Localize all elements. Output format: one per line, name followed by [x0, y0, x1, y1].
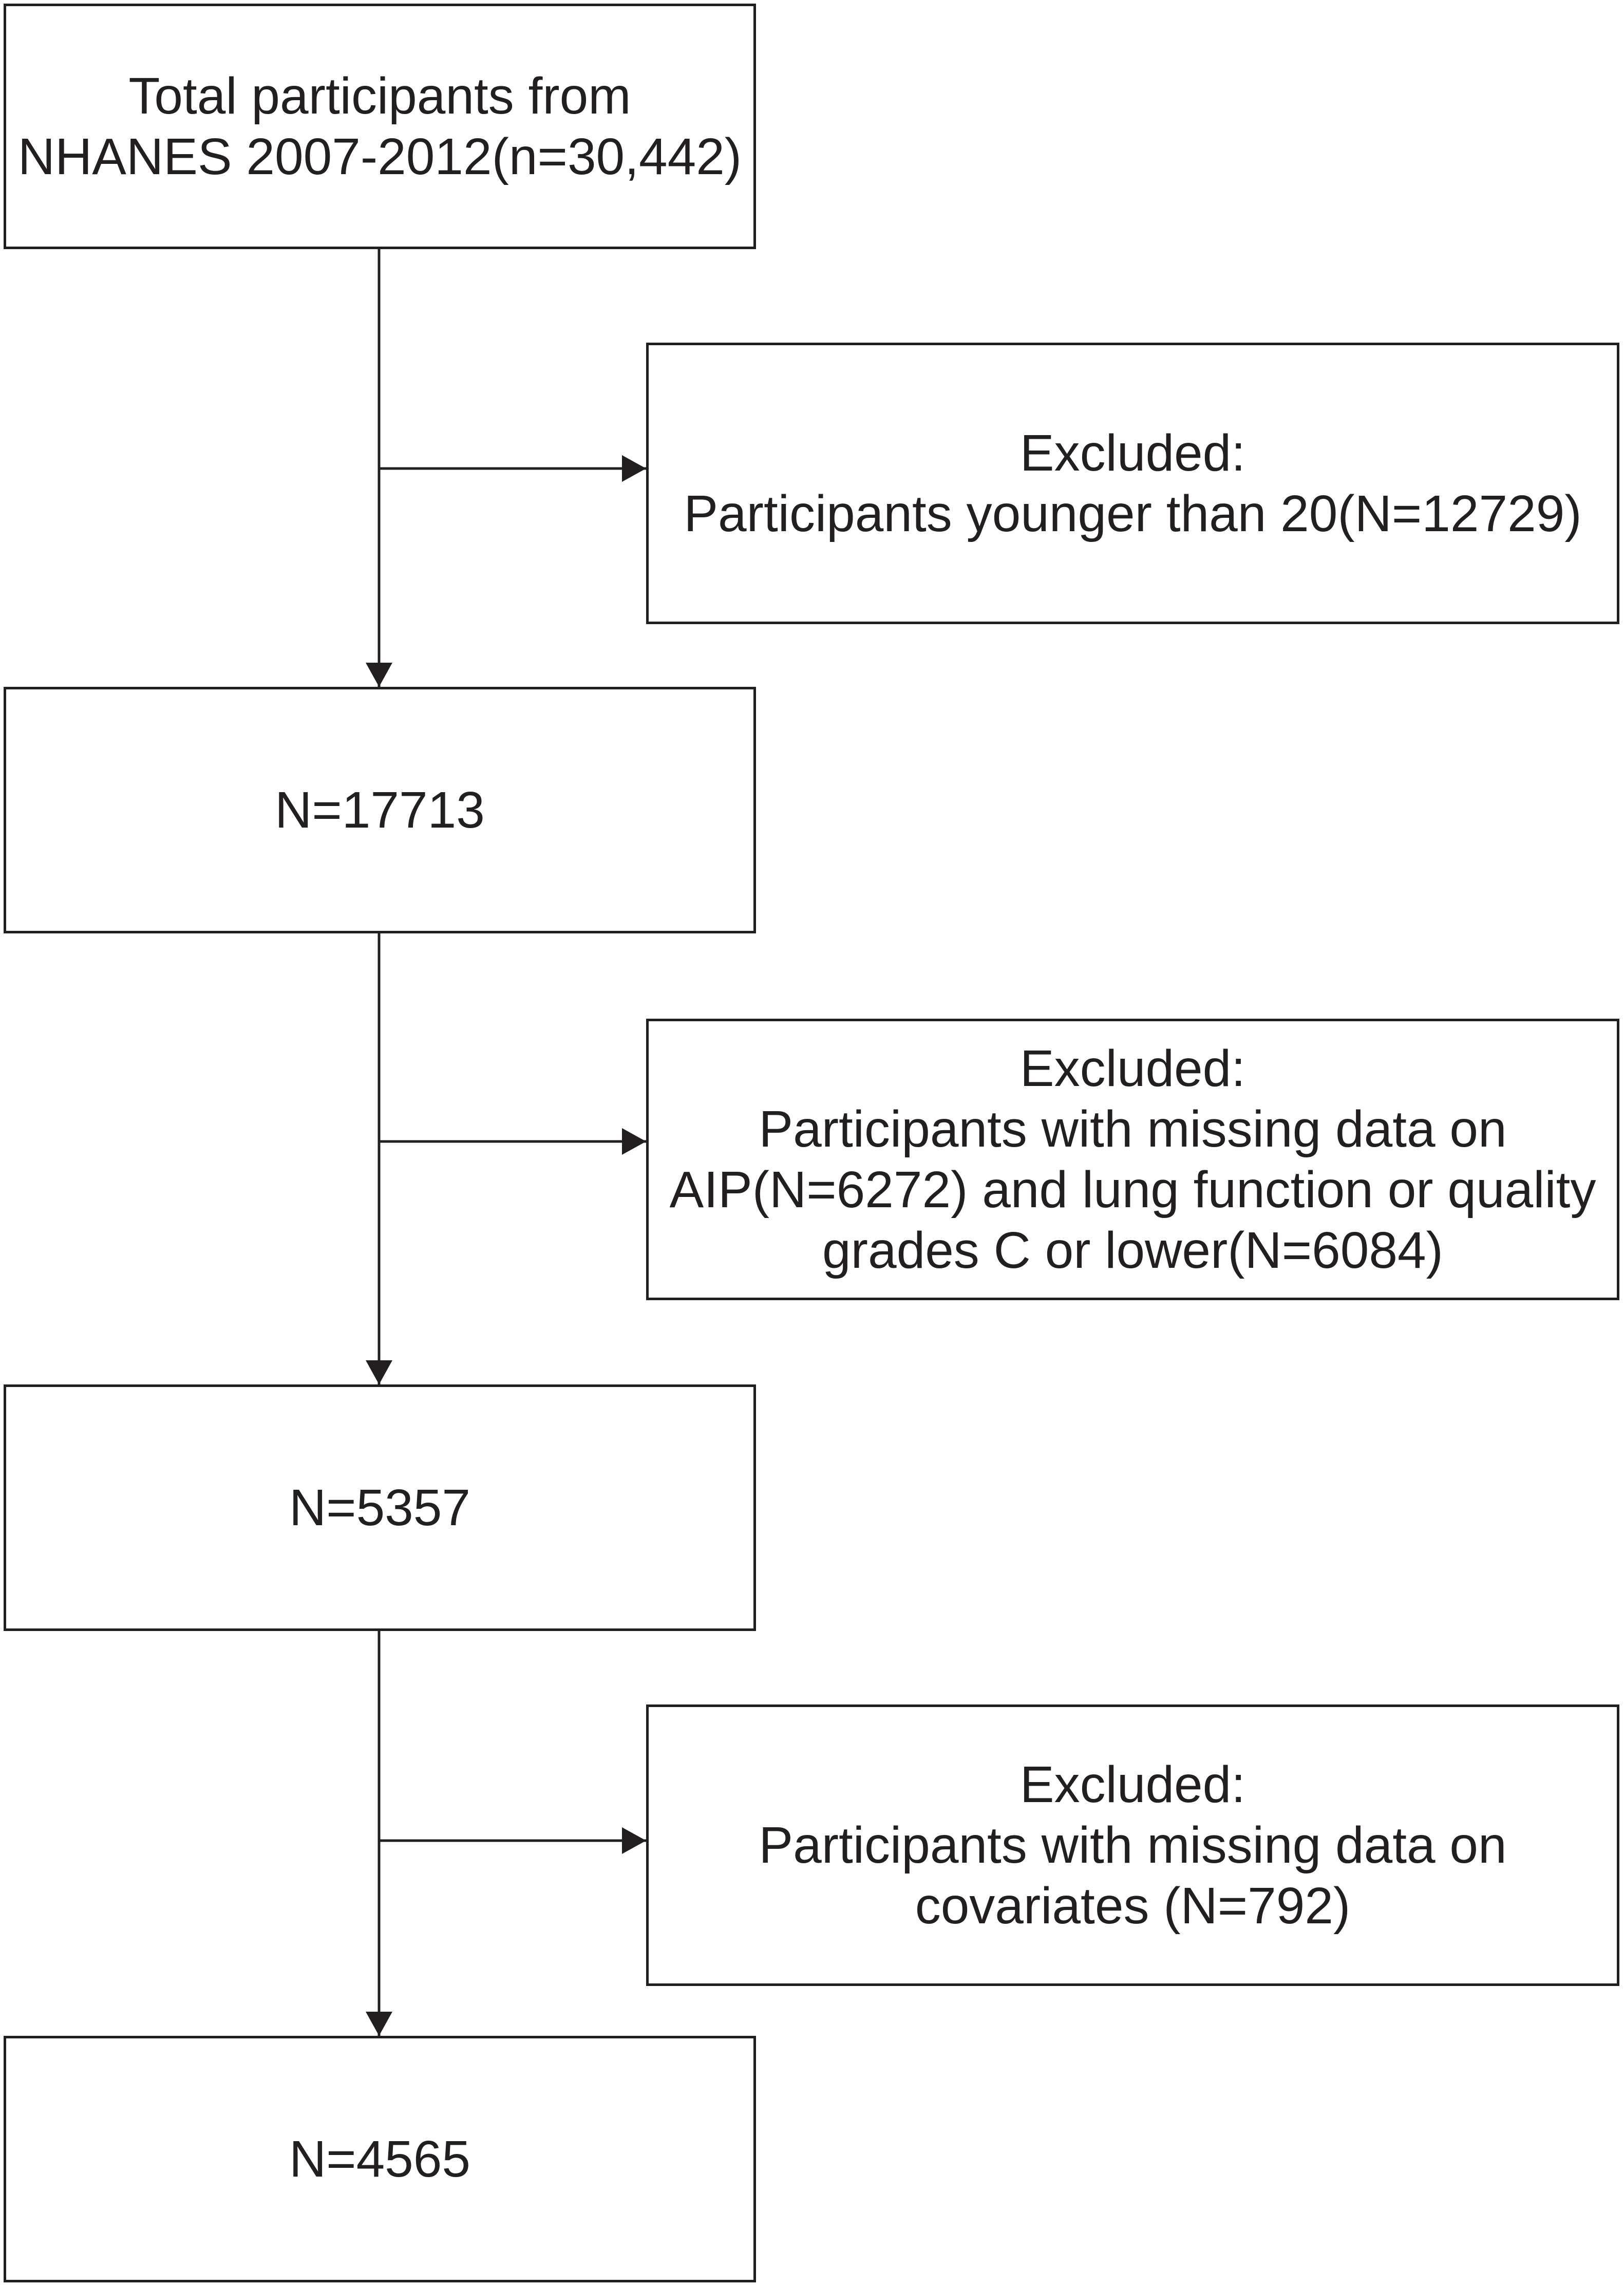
- excl-2-line-4: grades C or lower(N=6084): [822, 1222, 1443, 1279]
- excl-2-line-1: Excluded:: [1019, 1040, 1246, 1097]
- excl-3-line-1: Excluded:: [1019, 1756, 1246, 1813]
- box-5357-line-1: N=5357: [289, 1479, 471, 1537]
- arrowhead-excl-1: [622, 455, 646, 482]
- box-exclusion-age: Excluded: Participants younger than 20(N…: [646, 343, 1619, 624]
- box-total-line-1: Total participants from: [128, 67, 631, 125]
- box-17713-line-1: N=17713: [275, 781, 485, 839]
- box-n-5357: N=5357: [4, 1384, 756, 1631]
- arrowhead-excl-2: [622, 1128, 646, 1155]
- arrowhead-3: [366, 2012, 392, 2036]
- excl-3-line-2: Participants with missing data on: [759, 1816, 1507, 1874]
- excl-2-line-3: AIP(N=6272) and lung function or quality: [669, 1161, 1596, 1219]
- excl-1-line-1: Excluded:: [1019, 424, 1246, 482]
- box-4565-line-1: N=4565: [289, 2130, 471, 2188]
- excl-1-line-2: Participants younger than 20(N=12729): [684, 485, 1582, 542]
- excl-3-line-3: covariates (N=792): [915, 1877, 1351, 1935]
- box-total-line-2: NHANES 2007-2012(n=30,442): [17, 128, 742, 185]
- box-total-participants: Total participants from NHANES 2007-2012…: [4, 4, 756, 249]
- excl-2-line-2: Participants with missing data on: [759, 1100, 1507, 1158]
- arrowhead-2: [366, 1360, 392, 1384]
- box-exclusion-covariates: Excluded: Participants with missing data…: [646, 1704, 1619, 1986]
- box-n-4565: N=4565: [4, 2036, 756, 2282]
- arrowhead-1: [366, 663, 392, 687]
- box-exclusion-aip-lung: Excluded: Participants with missing data…: [646, 1019, 1619, 1300]
- arrowhead-excl-3: [622, 1827, 646, 1854]
- box-n-17713: N=17713: [4, 687, 756, 933]
